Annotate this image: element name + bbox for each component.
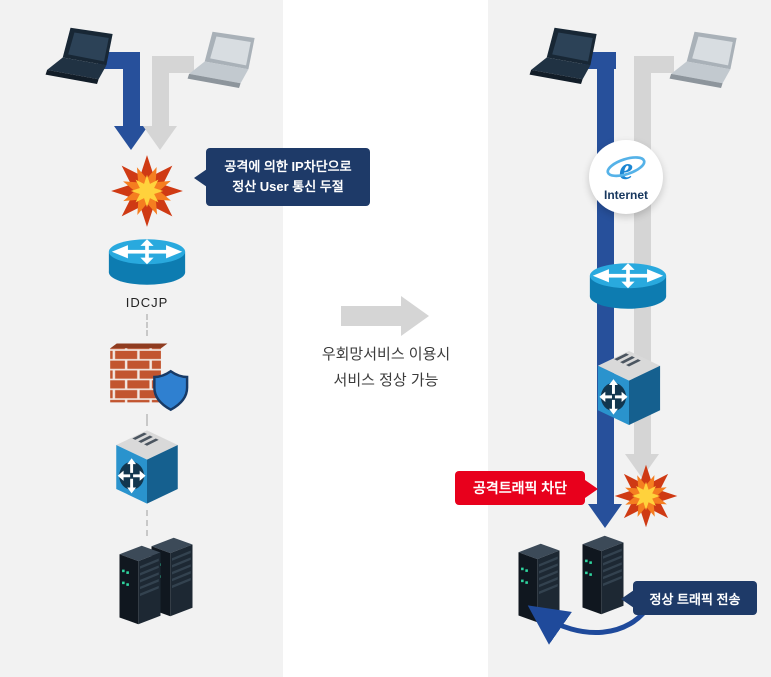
callout-tail-icon xyxy=(194,169,207,187)
right-arrow-head-icon xyxy=(401,296,429,336)
arrow-segment xyxy=(152,56,169,126)
callout-line: 정산 User 통신 두절 xyxy=(232,179,344,194)
arrow-head-down-icon xyxy=(588,504,622,528)
router-icon xyxy=(584,256,672,316)
normal-traffic-callout: 정상 트래픽 전송 xyxy=(633,581,757,615)
router-icon xyxy=(103,232,191,292)
arrow-segment xyxy=(123,52,140,126)
server-group xyxy=(114,536,198,628)
laptop-icon xyxy=(186,30,264,96)
firewall-shield-icon xyxy=(102,340,192,414)
explosion-icon xyxy=(108,152,186,230)
right-arrow-icon xyxy=(341,306,401,326)
attack-traffic-block-callout: 공격트래픽 차단 xyxy=(455,471,585,505)
callout-line: 공격트래픽 차단 xyxy=(472,480,568,496)
caption-line: 우회망서비스 이용시 xyxy=(321,346,451,363)
bypass-caption: 우회망서비스 이용시 서비스 정상 가능 xyxy=(298,342,474,393)
dashed-connector xyxy=(146,414,148,426)
callout-tail-icon xyxy=(585,480,598,498)
internet-label: Internet xyxy=(603,188,648,202)
callout-line: 정상 트래픽 전송 xyxy=(649,591,741,607)
laptop-icon xyxy=(528,26,606,92)
server-rack-icon xyxy=(114,544,166,626)
laptop-icon xyxy=(668,30,746,96)
laptop-icon xyxy=(44,26,122,92)
dashed-connector xyxy=(146,510,148,536)
internet-explorer-icon xyxy=(603,149,649,187)
callout-tail-icon xyxy=(621,590,634,608)
arrow-head-down-icon xyxy=(143,126,177,150)
switch-icon xyxy=(592,346,666,430)
callout-line: 공격에 의한 IP차단으로 xyxy=(224,158,352,174)
arrow-head-down-icon xyxy=(114,126,148,150)
arrow-head-down-icon xyxy=(625,454,659,478)
attack-block-callout: 공격에 의한 IP차단으로 정산 User 통신 두절 xyxy=(206,148,370,206)
caption-line: 서비스 정상 가능 xyxy=(333,371,439,389)
switch-icon xyxy=(110,426,184,508)
explosion-icon xyxy=(612,462,680,530)
dashed-connector xyxy=(146,314,148,336)
router-label: IDCJP xyxy=(125,295,169,310)
internet-node: Internet xyxy=(589,140,663,214)
